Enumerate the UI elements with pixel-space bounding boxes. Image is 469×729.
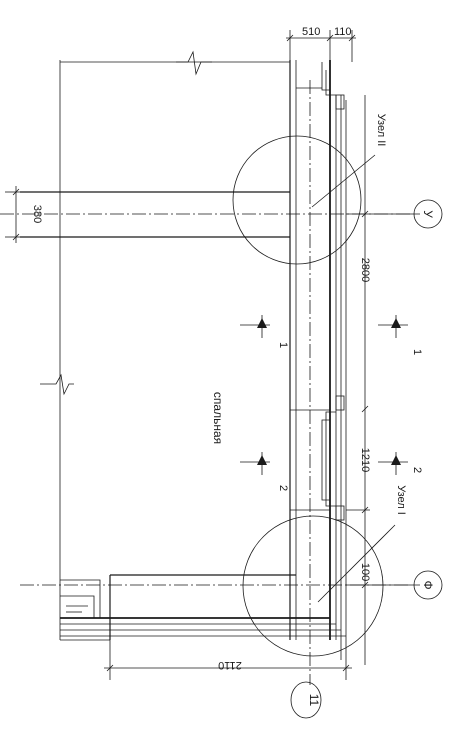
dim-tick-left-1 (12, 188, 20, 196)
break-mark-left (40, 373, 74, 396)
room-label: спальная (211, 392, 225, 444)
section-arrow-left-2 (257, 455, 267, 465)
dim-label-100: 100 (359, 563, 371, 581)
dim-tick-bottom-1 (106, 664, 114, 672)
window-detail-bottom (335, 505, 345, 521)
axis-label-u: У (421, 210, 435, 218)
axis-bubble-f (413, 570, 443, 600)
dim-tick-top-1 (286, 34, 294, 42)
top-step-2 (325, 70, 336, 96)
dim-tick-top-2 (326, 34, 334, 42)
dim-label-2110: 2110 (218, 659, 242, 671)
node-circle-2 (232, 135, 362, 265)
node-label-2: Узел II (375, 114, 387, 147)
node-leader-1 (317, 524, 396, 603)
section-label-right-1: 1 (411, 349, 423, 355)
window-frame-2 (325, 411, 336, 507)
section-arrow-left-1 (257, 318, 267, 328)
axis-label-11: 11 (307, 694, 321, 707)
dim-tick-right-2 (361, 405, 369, 413)
section-label-left-2: 2 (277, 485, 289, 491)
section-arrow-right-2 (391, 455, 401, 465)
axis-bubble-11 (290, 681, 322, 719)
dim-label-1210: 1210 (359, 448, 371, 472)
node-circle-1 (242, 515, 384, 657)
top-step-1 (321, 62, 330, 91)
dim-tick-top-3 (348, 34, 356, 42)
window-detail-top (335, 395, 345, 411)
dim-tick-left-2 (12, 233, 20, 241)
dim-label-380: 380 (31, 205, 43, 223)
axis-label-f: Ф (421, 580, 435, 589)
section-arrow-right-1 (391, 318, 401, 328)
section-label-right-2: 2 (411, 467, 423, 473)
dim-tick-bottom-2 (342, 664, 350, 672)
bottom-left-step-2 (60, 595, 95, 618)
section-label-left-1: 1 (277, 342, 289, 348)
break-mark-top (176, 50, 212, 76)
bottom-left-step-1 (60, 579, 101, 618)
dim-label-110: 110 (334, 26, 352, 38)
dim-label-510: 510 (302, 26, 320, 38)
node-label-1: Узел I (395, 485, 407, 515)
node-leader-2 (311, 154, 376, 208)
dim-tick-right-4 (361, 581, 369, 589)
axis-bubble-u (413, 199, 443, 229)
top-detail-block (335, 94, 345, 110)
dim-tick-right-3 (361, 506, 369, 514)
dim-label-2800: 2800 (359, 258, 371, 282)
